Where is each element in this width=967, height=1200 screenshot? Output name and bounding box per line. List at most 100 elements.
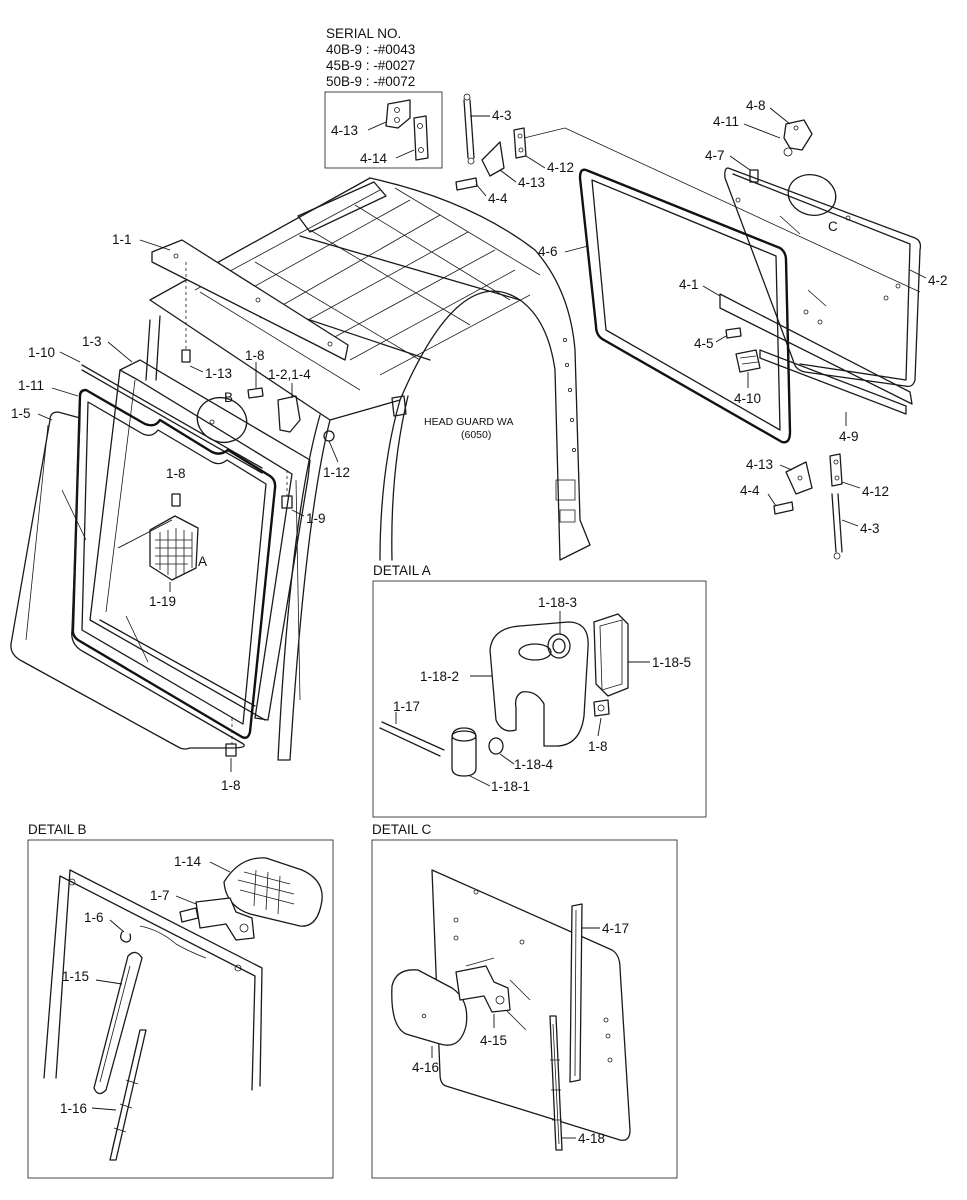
head-guard-label-2: (6050) [461, 429, 491, 441]
label-1-19: 1-19 [149, 594, 176, 609]
motor-cover-4-16 [391, 969, 468, 1046]
serial-line-2: 45B-9 : -#0027 [326, 58, 415, 73]
label-1-6: 1-6 [84, 910, 104, 925]
bracket-4-13-bottom [785, 461, 813, 495]
label-4-8: 4-8 [746, 98, 766, 113]
label-4-11: 4-11 [713, 114, 739, 129]
label-1-12: 1-12 [323, 465, 350, 480]
label-4-3-top: 4-3 [492, 108, 512, 123]
head-guard-frame: HEAD GUARD WA (6050) [145, 177, 591, 761]
label-4-3-bottom: 4-3 [860, 521, 880, 536]
label-4-15: 4-15 [480, 1033, 507, 1048]
front-window-assembly: 1-3 1-10 1-11 1-5 1-8 A 1-19 1-9 [10, 334, 326, 793]
serial-title: SERIAL NO. [326, 26, 401, 41]
detail-a-box [372, 580, 707, 818]
label-1-18-5: 1-18-5 [652, 655, 691, 670]
wiper-motor-1-7 [195, 897, 255, 941]
label-1-14: 1-14 [174, 854, 202, 869]
label-4-9: 4-9 [839, 429, 859, 444]
label-4-14: 4-14 [360, 151, 388, 166]
label-1-18-1: 1-18-1 [491, 779, 530, 794]
label-4-5: 4-5 [694, 336, 714, 351]
detail-c-title: DETAIL C [372, 822, 432, 837]
label-1-17: 1-17 [393, 699, 420, 714]
detail-c-panel: DETAIL C 4-17 4-16 4-15 4-18 [371, 822, 678, 1179]
label-1-16: 1-16 [60, 1101, 87, 1116]
label-4-12-bottom: 4-12 [862, 484, 889, 499]
label-1-15: 1-15 [62, 969, 89, 984]
detail-c-box [371, 839, 678, 1179]
serial-line-3: 50B-9 : -#0072 [326, 74, 415, 89]
label-4-10: 4-10 [734, 391, 761, 406]
callout-b: B [224, 390, 233, 405]
rear-strut-top-group: 4-3 4-12 4-13 4-4 [455, 93, 574, 206]
front-glass-1-5 [10, 411, 245, 750]
label-1-18-3: 1-18-3 [538, 595, 577, 610]
serial-detail-box [324, 91, 443, 169]
label-4-13-bottom: 4-13 [746, 457, 773, 472]
label-1-10: 1-10 [28, 345, 55, 360]
detail-b-panel: DETAIL B 1-14 1-7 1-6 1-15 1-16 [27, 822, 334, 1179]
label-4-13-top: 4-13 [518, 175, 545, 190]
rear-glass-detail-c [431, 869, 631, 1141]
rear-window-seal-4-6 [578, 168, 792, 444]
label-4-1: 4-1 [679, 277, 699, 292]
detail-b-title: DETAIL B [28, 822, 87, 837]
label-1-8-bottom: 1-8 [221, 778, 241, 793]
bolt-1-9 [281, 495, 293, 509]
label-4-18: 4-18 [578, 1131, 605, 1146]
callout-a: A [198, 554, 207, 569]
rear-strut-bottom-group: 4-13 4-12 4-4 4-3 [740, 453, 889, 560]
label-1-8-detail-a: 1-8 [588, 739, 608, 754]
pump-1-18-1 [451, 727, 477, 777]
front-cross-bar-1-1 [151, 239, 349, 361]
latch-4-10 [735, 349, 761, 373]
window-frame-1-3 [119, 359, 311, 721]
detail-c-marker [787, 174, 837, 216]
label-1-13: 1-13 [205, 366, 232, 381]
gas-strut-4-3-top [463, 99, 469, 159]
wiper-arm-4-17 [569, 903, 583, 1083]
bolt-4-5 [725, 327, 742, 339]
label-4-12-top: 4-12 [547, 160, 574, 175]
label-1-18-4: 1-18-4 [514, 757, 554, 772]
washer-tank-1-18-2 [489, 621, 589, 747]
rear-glass-4-2 [724, 167, 922, 388]
hinge-4-8 [783, 119, 813, 151]
label-1-8-mid: 1-8 [166, 466, 186, 481]
bolt-1-8-detail-a [593, 699, 610, 717]
label-4-6: 4-6 [538, 244, 558, 259]
front-bracket-group: 1-1 1-13 1-8 1-2,1-4 1-12 [112, 232, 350, 480]
label-1-1: 1-1 [112, 232, 132, 247]
detail-b-marker [196, 396, 248, 444]
bracket-4-13-serial [385, 99, 411, 129]
plate-4-12-top [513, 127, 527, 159]
label-4-4-top: 4-4 [488, 191, 508, 206]
bolt-1-13 [181, 349, 191, 363]
window-seal-1-11 [71, 388, 277, 740]
cap-1-18-3 [547, 633, 571, 659]
label-4-2: 4-2 [928, 273, 948, 288]
serial-number-block: SERIAL NO. 40B-9 : -#0043 45B-9 : -#0027… [324, 26, 443, 169]
bolt-1-8-bottom [225, 743, 237, 757]
detail-a-panel: DETAIL A 1-18-2 1-18-3 1-18-5 1-8 1-17 1… [372, 563, 707, 818]
wiper-motor-4-15 [455, 965, 511, 1013]
label-1-18-2: 1-18-2 [420, 669, 459, 684]
bolt-4-4-top [455, 177, 478, 191]
rear-window-assembly: C 4-2 4-8 4-11 4-7 4-6 4-1 4-5 [523, 98, 948, 444]
label-4-16: 4-16 [412, 1060, 439, 1075]
bracket-1-2-1-4 [277, 395, 301, 433]
bracket-1-18-5 [593, 613, 629, 697]
serial-line-1: 40B-9 : -#0043 [326, 42, 415, 57]
label-1-8-top: 1-8 [245, 348, 265, 363]
detail-b-box [27, 839, 334, 1179]
bracket-4-13-top [481, 141, 505, 177]
channel-4-1 [719, 293, 913, 405]
head-guard-label-1: HEAD GUARD WA [424, 416, 513, 428]
gas-strut-4-3-bottom [831, 493, 837, 553]
label-1-5: 1-5 [11, 406, 31, 421]
motor-cover-1-14 [223, 857, 323, 927]
plate-4-12-bottom [829, 453, 843, 487]
